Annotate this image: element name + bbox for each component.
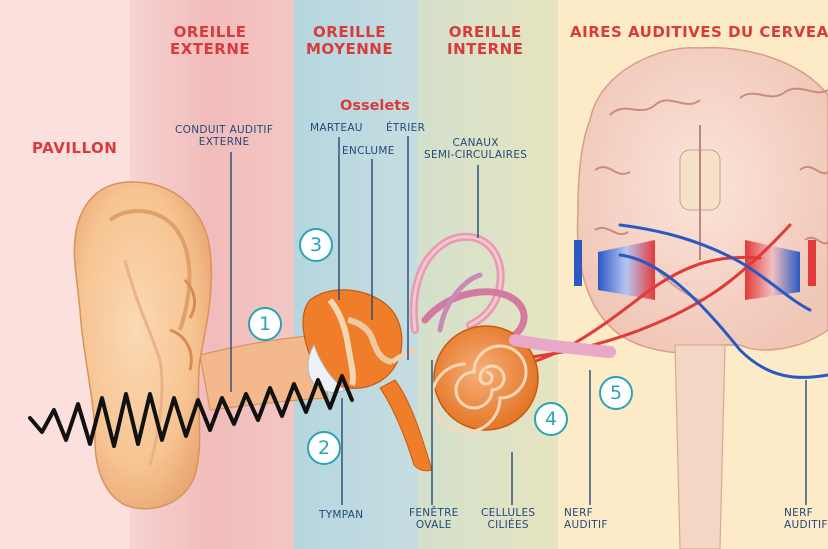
zone-label-pavillon: PAVILLON <box>32 140 117 157</box>
label-fenetre-ovale: FENÊTRE OVALE <box>409 508 459 532</box>
marker-3: 3 <box>299 228 333 262</box>
label-cellules-ciliees: CELLULES CILIÉES <box>481 508 535 532</box>
band-oreille-moyenne <box>294 0 418 549</box>
zone-label-oreille-moyenne: OREILLE MOYENNE <box>306 24 393 58</box>
marker-1: 1 <box>248 307 282 341</box>
label-nerf-auditif-right: NERF AUDITIF <box>784 508 828 532</box>
label-marteau: MARTEAU <box>310 123 363 135</box>
auditory-area-left <box>574 240 582 286</box>
label-osselets: Osselets <box>340 98 410 114</box>
label-nerf-auditif-left: NERF AUDITIF <box>564 508 608 532</box>
label-tympan: TYMPAN <box>319 510 363 522</box>
zone-label-aires-auditives: AIRES AUDITIVES DU CERVEAU <box>570 24 828 41</box>
marker-4: 4 <box>534 402 568 436</box>
band-oreille-interne <box>418 0 558 549</box>
label-enclume: ENCLUME <box>342 146 395 158</box>
marker-5: 5 <box>599 376 633 410</box>
zone-label-oreille-interne: OREILLE INTERNE <box>447 24 523 58</box>
label-conduit-auditif: CONDUIT AUDITIF EXTERNE <box>175 125 273 149</box>
label-canaux-semi-circulaires: CANAUX SEMI-CIRCULAIRES <box>424 138 527 162</box>
label-etrier: ÉTRIER <box>386 123 425 135</box>
zone-label-oreille-externe: OREILLE EXTERNE <box>170 24 250 58</box>
marker-2: 2 <box>307 431 341 465</box>
